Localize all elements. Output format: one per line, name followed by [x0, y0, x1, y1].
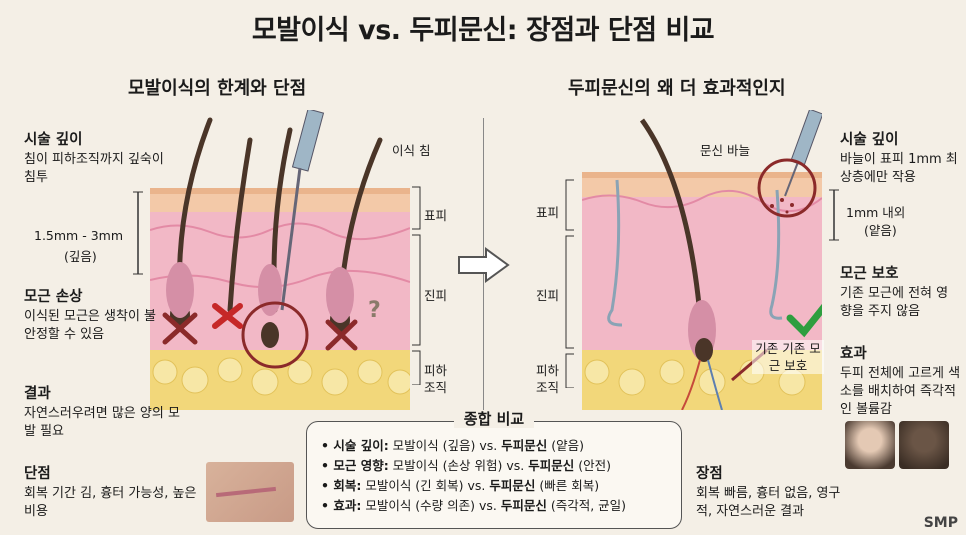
summary-b: 두피문신 — [500, 498, 547, 513]
cross-icon — [212, 303, 243, 329]
summary-b: 두피문신 — [528, 458, 575, 473]
summary-list: 시술 깊이: 모발이식 (깊음) vs. 두피문신 (얕음) 모근 영향: 모발… — [307, 422, 681, 516]
follicle-protect-label: 기존 기존 모근 보호 — [752, 340, 824, 374]
summary-key: 회복: — [333, 478, 362, 493]
summary-c: (얕음) — [547, 438, 584, 453]
layer-dermis-label: 진피 — [424, 288, 448, 303]
right-layer-dermis-label: 진피 — [536, 288, 560, 303]
summary-key: 효과: — [333, 498, 362, 513]
left-heading: 모발이식의 한계와 단점 — [128, 78, 307, 99]
protect-text: 기존 모근에 전혀 영향을 주지 않음 — [840, 286, 949, 319]
effect-block: 효과 두피 전체에 고르게 색소를 배치하여 즉각적인 볼륨감 — [840, 342, 964, 419]
layer-subcutis-label-2: 조직 — [424, 380, 448, 395]
layer-brackets — [412, 186, 421, 385]
depth-title: 시술 깊이 — [24, 132, 83, 148]
right-layer-epidermis-label: 표피 — [536, 205, 560, 220]
summary-title: 종합 비교 — [453, 410, 535, 428]
smp-logo: SMP — [923, 515, 958, 531]
effect-text: 두피 전체에 고르게 색소를 배치하여 즉각적인 볼륨감 — [840, 366, 961, 417]
right-heading: 두피문신의 왜 더 효과적인지 — [568, 78, 786, 99]
summary-row: 효과: 모발이식 (수량 의존) vs. 두피문신 (즉각적, 균일) — [321, 496, 681, 516]
right-depth-note: (얕음) — [864, 223, 897, 238]
damage-title: 모근 손상 — [24, 289, 83, 305]
summary-a: 모발이식 (수량 의존) vs. — [361, 498, 501, 513]
epidermis-highlight-circle — [757, 158, 817, 218]
hair-transplant-illustration — [150, 110, 410, 410]
summary-box: 종합 비교 시술 깊이: 모발이식 (깊음) vs. 두피문신 (얕음) 모근 … — [306, 410, 682, 529]
right-depth-title: 시술 깊이 — [840, 132, 899, 148]
cons-text: 회복 기간 김, 흉터 가능성, 높은 비용 — [24, 486, 197, 519]
right-layer-subcutis-label-2: 조직 — [536, 380, 560, 395]
summary-c: (즉각적, 균일) — [546, 498, 627, 513]
depth-text: 침이 피하조직까지 깊숙이 침투 — [24, 152, 164, 185]
depth-block: 시술 깊이 침이 피하조직까지 깊숙이 침투 — [24, 128, 164, 187]
summary-row: 시술 깊이: 모발이식 (깊음) vs. 두피문신 (얕음) — [321, 436, 681, 456]
depth-arrow — [133, 191, 143, 275]
summary-row: 회복: 모발이식 (긴 회복) vs. 두피문신 (빠른 회복) — [321, 476, 681, 496]
damage-text: 이식된 모근은 생착이 불안정할 수 있음 — [24, 309, 156, 342]
pros-block: 장점 회복 빠름, 흉터 없음, 영구적, 자연스러운 결과 — [696, 462, 856, 521]
layer-subcutis-label-1: 피하 — [424, 363, 448, 378]
right-depth-arrow — [829, 189, 839, 241]
protect-title: 모근 보호 — [840, 266, 899, 282]
protect-block: 모근 보호 기존 모근에 전혀 영향을 주지 않음 — [840, 262, 960, 321]
damage-block: 모근 손상 이식된 모근은 생착이 불안정할 수 있음 — [24, 285, 164, 344]
after-photo — [899, 421, 949, 469]
follicle-highlight-circle — [241, 301, 309, 369]
check-icon — [786, 303, 822, 338]
summary-c: (빠른 회복) — [535, 478, 600, 493]
needle-label: 이식 침 — [392, 143, 431, 158]
right-depth-text: 바늘이 표피 1mm 최상층에만 작용 — [840, 152, 958, 185]
right-layer-subcutis-label-1: 피하 — [536, 363, 560, 378]
depth-note: (깊음) — [64, 249, 97, 264]
summary-key: 모근 영향: — [333, 458, 389, 473]
pros-text: 회복 빠름, 흉터 없음, 영구적, 자연스러운 결과 — [696, 486, 841, 519]
depth-measure: 1.5mm - 3mm — [34, 228, 123, 243]
arrow-right-icon — [458, 247, 510, 283]
summary-c: (안전) — [574, 458, 611, 473]
layer-epidermis-label: 표피 — [424, 208, 448, 223]
scar-photo — [206, 462, 294, 522]
summary-a: 모발이식 (긴 회복) vs. — [361, 478, 490, 493]
summary-key: 시술 깊이: — [333, 438, 389, 453]
pros-title: 장점 — [696, 466, 723, 482]
result-title: 결과 — [24, 386, 51, 402]
summary-a: 모발이식 (손상 위험) vs. — [388, 458, 529, 473]
result-block: 결과 자연스러우려면 많은 양의 모발 필요 — [24, 382, 184, 441]
summary-a: 모발이식 (깊음) vs. — [388, 438, 502, 453]
cons-block: 단점 회복 기간 김, 흉터 가능성, 높은 비용 — [24, 462, 204, 521]
effect-title: 효과 — [840, 346, 867, 362]
right-layer-brackets — [565, 179, 574, 388]
right-depth-measure: 1mm 내외 — [846, 205, 906, 220]
tattoo-needle-label: 문신 바늘 — [700, 143, 750, 158]
right-depth-block: 시술 깊이 바늘이 표피 1mm 최상층에만 작용 — [840, 128, 960, 187]
cons-title: 단점 — [24, 466, 51, 482]
summary-b: 두피문신 — [489, 478, 536, 493]
question-mark: ? — [368, 298, 381, 323]
page-title: 모발이식 vs. 두피문신: 장점과 단점 비교 — [251, 15, 715, 46]
before-photo — [845, 421, 895, 469]
result-text: 자연스러우려면 많은 양의 모발 필요 — [24, 406, 180, 439]
summary-b: 두피문신 — [501, 438, 548, 453]
summary-row: 모근 영향: 모발이식 (손상 위험) vs. 두피문신 (안전) — [321, 456, 681, 476]
